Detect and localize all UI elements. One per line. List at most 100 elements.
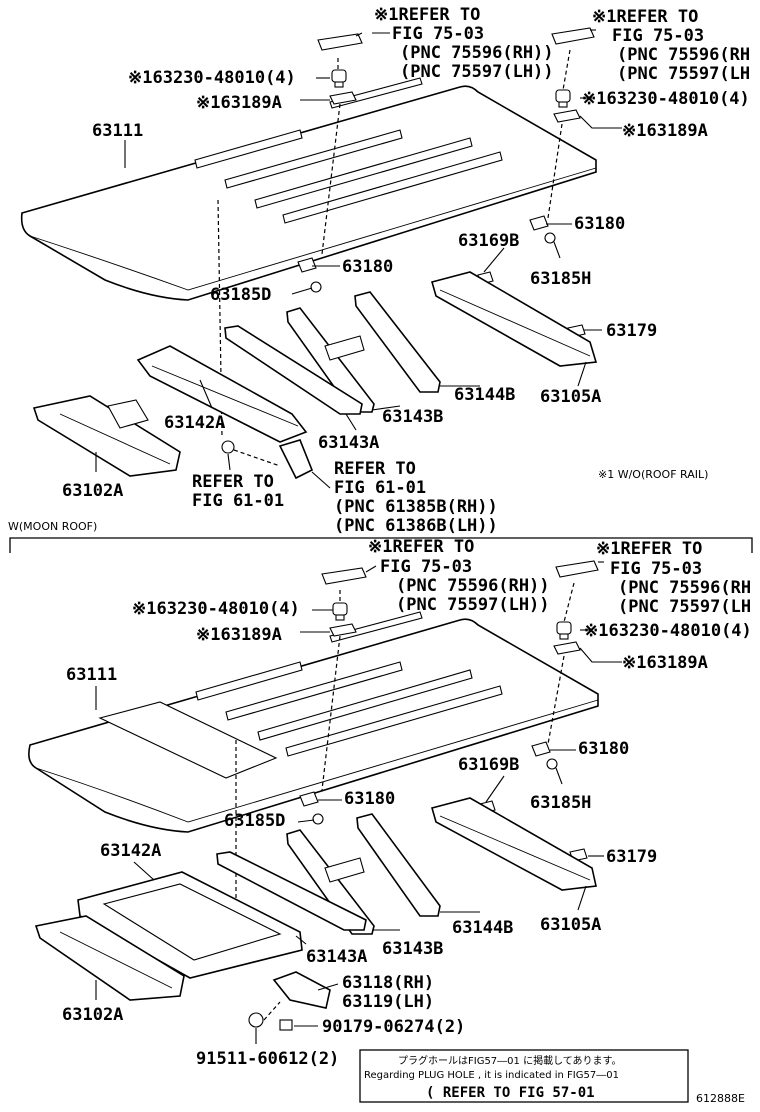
note-line-jp: プラグホールはFIG57―01 に掲載してあります。 bbox=[398, 1054, 621, 1067]
clip-63180-icon bbox=[529, 215, 549, 231]
roof-rail-cap-left bbox=[317, 33, 363, 51]
part-label-63143b: 63143B bbox=[382, 939, 443, 959]
clip-bracket-icon bbox=[329, 623, 357, 637]
part-label-63118: 63118(RH) bbox=[342, 973, 434, 993]
clip-bracket-icon bbox=[553, 109, 581, 123]
nut-63185h-icon bbox=[546, 758, 558, 770]
refer-label-right-l2: FIG 75-03 bbox=[610, 559, 702, 579]
clip-63180-icon bbox=[299, 791, 319, 807]
bolt-91511-icon bbox=[248, 1012, 264, 1028]
bolt-label-right: ※163230-48010(4) bbox=[582, 89, 750, 109]
bracket-63118-icon bbox=[272, 971, 331, 1009]
part-label-63144b: 63144B bbox=[454, 385, 515, 405]
refer-fig61-right-l2: FIG 61-01 bbox=[334, 478, 426, 498]
refer-fig61-left-l1: REFER TO bbox=[192, 472, 274, 492]
part-label-63179: 63179 bbox=[606, 321, 657, 341]
plug-hole-note: プラグホールはFIG57―01 に掲載してあります。 Regarding PLU… bbox=[359, 1049, 689, 1103]
roof-bow-63105a bbox=[431, 271, 598, 367]
roof-bow-63143a bbox=[216, 851, 367, 931]
part-label-63185h: 63185H bbox=[530, 269, 591, 289]
moon-roof-header-frame-63142a bbox=[77, 871, 303, 979]
refer-fig61-right-l1: REFER TO bbox=[334, 459, 416, 479]
part-label-63180-left: 63180 bbox=[342, 257, 393, 277]
refer-label-right-l4: (PNC 75597(LH bbox=[617, 64, 750, 84]
hinge-bracket-icon bbox=[278, 439, 314, 480]
bolt-icon bbox=[556, 621, 572, 640]
clip-63180-icon bbox=[297, 257, 317, 273]
roof-rail-cap-right bbox=[555, 560, 599, 578]
note-line-en: Regarding PLUG HOLE , it is indicated in… bbox=[364, 1070, 619, 1081]
bracket-label-left: ※163189A bbox=[196, 625, 282, 645]
part-label-63179: 63179 bbox=[606, 847, 657, 867]
part-label-63142a: 63142A bbox=[164, 413, 225, 433]
refer-label-left-l4: (PNC 75597(LH)) bbox=[400, 62, 554, 82]
refer-fig61-left-l2: FIG 61-01 bbox=[192, 491, 284, 511]
roof-rail-cap-right bbox=[551, 27, 595, 45]
part-label-63143a: 63143A bbox=[306, 947, 367, 967]
part-label-63180-right: 63180 bbox=[574, 214, 625, 234]
part-label-63102a: 63102A bbox=[62, 1005, 123, 1025]
bolt-label-right: ※163230-48010(4) bbox=[584, 621, 752, 641]
top-section: ※1REFER TO FIG 75-03 (PNC 75596(RH)) (PN… bbox=[20, 5, 750, 536]
refer-label-left-l2: FIG 75-03 bbox=[380, 557, 472, 577]
bolt-label-left: ※163230-48010(4) bbox=[128, 68, 296, 88]
roof-panel-bottom bbox=[28, 611, 599, 833]
front-rail-63102a bbox=[32, 395, 181, 477]
nut-90179-icon bbox=[279, 1019, 293, 1031]
refer-label-right-l3: (PNC 75596(RH bbox=[617, 45, 750, 65]
part-label-91511: 91511-60612(2) bbox=[196, 1049, 339, 1069]
refer-label-left-l1: ※1REFER TO bbox=[374, 5, 480, 25]
part-label-63180-left: 63180 bbox=[344, 789, 395, 809]
figure-id: 612888E bbox=[696, 1092, 745, 1105]
part-label-63119: 63119(LH) bbox=[342, 992, 434, 1012]
bracket-label-right: ※163189A bbox=[622, 121, 708, 141]
roof-bow-63143a bbox=[224, 325, 363, 415]
refer-label-right-l3: (PNC 75596(RH bbox=[618, 578, 751, 598]
bolt-icon bbox=[332, 602, 348, 621]
refer-label-left-l2: FIG 75-03 bbox=[392, 24, 484, 44]
nut-63185d-icon bbox=[312, 813, 324, 825]
bolt-icon bbox=[555, 89, 571, 108]
roof-bow-63105a bbox=[431, 797, 597, 891]
refer-label-left-l4: (PNC 75597(LH)) bbox=[396, 595, 550, 615]
refer-label-right-l4: (PNC 75597(LH bbox=[618, 597, 751, 617]
nut-63185d-icon bbox=[310, 281, 322, 293]
clip-63180-icon bbox=[531, 741, 551, 757]
bolt-label-left: ※163230-48010(4) bbox=[132, 599, 300, 619]
refer-fig61-right-l4: (PNC 61386B(LH)) bbox=[334, 516, 498, 536]
roof-bow-63144b bbox=[354, 291, 441, 393]
refer-label-right-l1: ※1REFER TO bbox=[596, 539, 702, 559]
section-frame bbox=[9, 537, 753, 553]
part-label-63142a: 63142A bbox=[100, 841, 161, 861]
roof-panel-label: 63111 bbox=[66, 665, 117, 685]
refer-label-right-l1: ※1REFER TO bbox=[592, 7, 698, 27]
clip-bracket-icon bbox=[553, 641, 581, 655]
note-line-ref: ( REFER TO FIG 57-01 bbox=[426, 1085, 595, 1101]
condition-note: ※1 W/O(ROOF RAIL) bbox=[598, 468, 708, 481]
section-label: W(MOON ROOF) bbox=[8, 520, 97, 533]
nut-63185h-icon bbox=[544, 232, 556, 244]
bracket-label-left: ※163189A bbox=[196, 93, 282, 113]
part-label-63143b: 63143B bbox=[382, 407, 443, 427]
bottom-section: ※1REFER TO FIG 75-03 (PNC 75596(RH)) (PN… bbox=[28, 537, 752, 1069]
roof-rail-cap-left bbox=[321, 567, 367, 585]
clip-bracket-icon bbox=[329, 91, 357, 105]
part-label-63180-right: 63180 bbox=[578, 739, 629, 759]
bolt-icon bbox=[331, 69, 347, 88]
part-label-63105a: 63105A bbox=[540, 387, 601, 407]
bracket-label-right: ※163189A bbox=[622, 653, 708, 673]
part-label-63105a: 63105A bbox=[540, 915, 601, 935]
part-label-63144b: 63144B bbox=[452, 918, 513, 938]
part-label-63185d: 63185D bbox=[210, 285, 271, 305]
roof-bow-63144b bbox=[356, 813, 441, 917]
refer-label-left-l3: (PNC 75596(RH)) bbox=[400, 43, 554, 63]
refer-label-left-l1: ※1REFER TO bbox=[368, 537, 474, 557]
part-label-63185d: 63185D bbox=[224, 811, 285, 831]
clip-icon bbox=[221, 440, 235, 454]
roof-panel-label: 63111 bbox=[92, 121, 143, 141]
refer-label-left-l3: (PNC 75596(RH)) bbox=[396, 576, 550, 596]
moon-roof-opening bbox=[98, 701, 278, 779]
front-header-63142a bbox=[136, 345, 308, 443]
part-label-63169b: 63169B bbox=[458, 231, 519, 251]
